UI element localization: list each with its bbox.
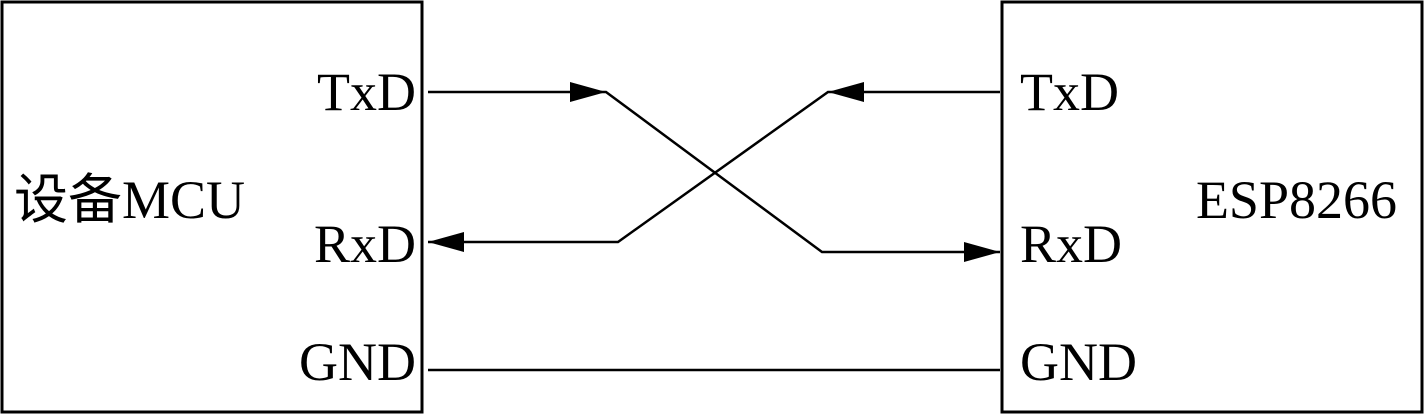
arrow-mcu-rxd-in <box>428 232 464 252</box>
mcu-box <box>0 0 424 414</box>
wire-esp-txd-to-mcu-rxd <box>428 90 1000 244</box>
esp8266-gnd-label: GND <box>1020 332 1137 392</box>
esp8266-label: ESP8266 <box>1196 170 1397 230</box>
esp8266-txd-label: TxD <box>1020 62 1119 122</box>
arrow-esp-txd-out <box>828 82 864 102</box>
arrow-mcu-txd-out <box>570 82 606 102</box>
mcu-gnd-label: GND <box>299 332 416 392</box>
arrow-esp-rxd-in <box>964 242 1000 262</box>
mcu-rxd-label: RxD <box>314 214 416 274</box>
esp8266-rxd-label: RxD <box>1020 214 1122 274</box>
mcu-txd-label: TxD <box>317 62 416 122</box>
esp8266-box <box>1000 0 1424 414</box>
mcu-label: 设备MCU <box>14 170 245 230</box>
